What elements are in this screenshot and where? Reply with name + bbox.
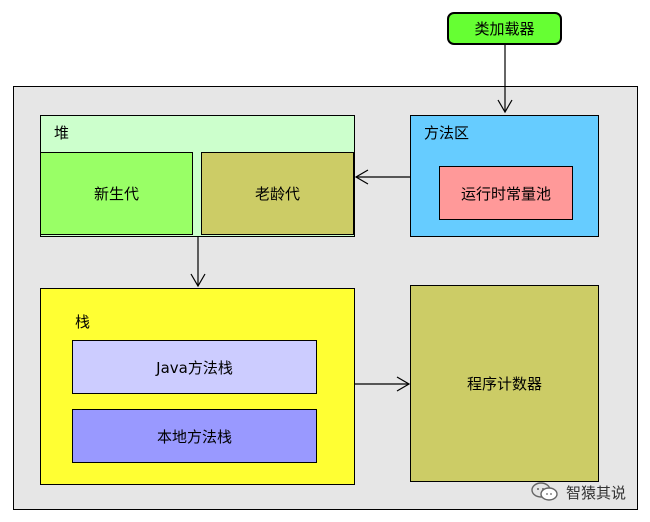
young-generation-box: 新生代 bbox=[40, 152, 193, 235]
watermark: 智猿其说 bbox=[530, 480, 626, 504]
program-counter-box: 程序计数器 bbox=[410, 285, 599, 482]
method-area-title: 方法区 bbox=[424, 124, 470, 142]
old-generation-label: 老龄代 bbox=[254, 185, 300, 203]
runtime-constant-pool-box: 运行时常量池 bbox=[439, 166, 573, 220]
watermark-text: 智猿其说 bbox=[566, 483, 627, 502]
old-generation-box: 老龄代 bbox=[201, 152, 354, 235]
native-method-stack-label: 本地方法栈 bbox=[156, 427, 232, 446]
stack-title: 栈 bbox=[75, 313, 91, 331]
program-counter-label: 程序计数器 bbox=[466, 375, 542, 393]
java-method-stack-label: Java方法栈 bbox=[156, 358, 233, 377]
runtime-constant-pool-label: 运行时常量池 bbox=[460, 184, 551, 203]
heap-title: 堆 bbox=[54, 124, 70, 142]
wechat-icon bbox=[531, 482, 558, 501]
classloader-label: 类加载器 bbox=[474, 20, 535, 38]
young-generation-label: 新生代 bbox=[93, 185, 139, 203]
java-method-stack-box: Java方法栈 bbox=[72, 340, 317, 394]
classloader-box: 类加载器 bbox=[447, 12, 562, 45]
native-method-stack-box: 本地方法栈 bbox=[72, 409, 317, 463]
